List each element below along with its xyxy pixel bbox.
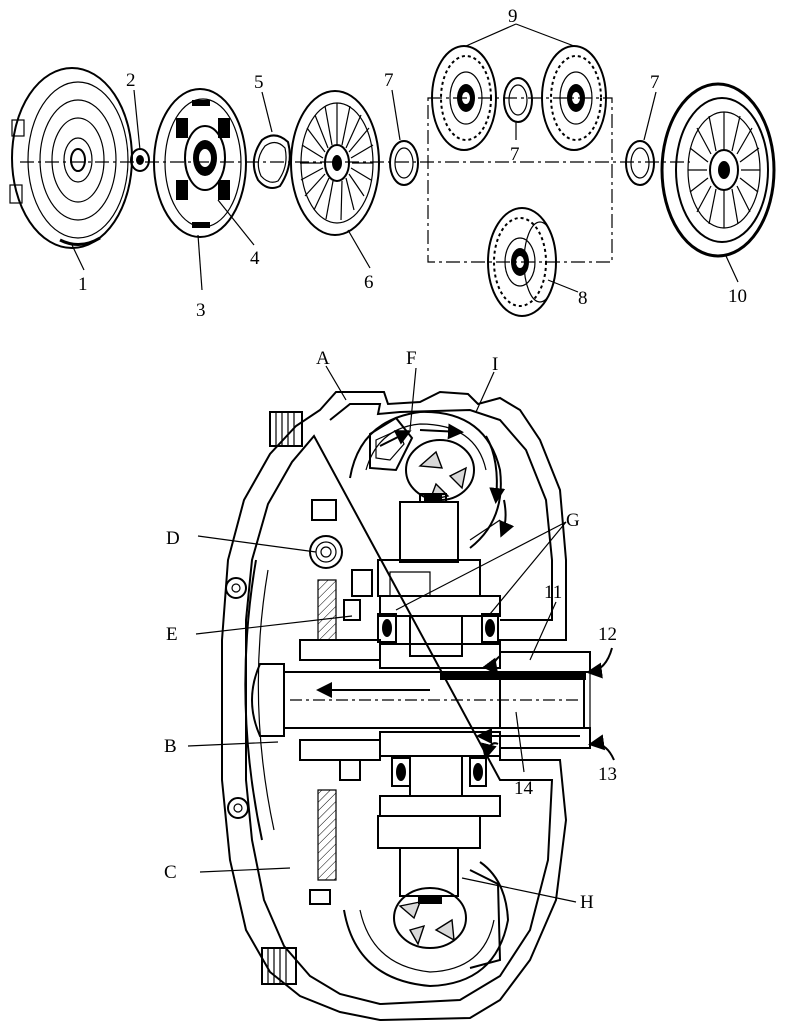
label-part-7-right: 7 [650, 72, 660, 93]
label-13: 13 [598, 764, 617, 785]
part-9-stator-right-drawing [541, 45, 607, 151]
section-view: A B C D E F G H I 11 12 13 14 [164, 348, 617, 1022]
label-14: 14 [514, 778, 534, 799]
clutch-piston [299, 499, 381, 905]
part-6-turbine-drawing [290, 90, 380, 236]
part-2-bearing-drawing [130, 148, 150, 172]
label-E: E [166, 624, 178, 645]
part-3-clutch-plate-drawing [153, 88, 247, 238]
shaft [251, 655, 591, 760]
stator-alternative-box [427, 97, 613, 263]
label-part-7-left: 7 [384, 70, 394, 91]
exploded-view: 1 2 3 4 5 6 7 7 7 8 9 10 [9, 6, 776, 321]
label-H: H [580, 892, 594, 913]
part-7-ring-right-drawing [625, 140, 655, 186]
label-part-1: 1 [78, 274, 88, 295]
part-7-ring-left-drawing [389, 140, 419, 186]
label-part-5: 5 [254, 72, 264, 93]
label-C: C [164, 862, 177, 883]
label-A: A [316, 348, 330, 369]
part-7-ring-middle-drawing [503, 77, 533, 123]
label-12: 12 [598, 624, 617, 645]
label-F: F [406, 348, 417, 369]
label-part-10: 10 [728, 286, 747, 307]
label-D: D [166, 528, 180, 549]
upper-torus [349, 410, 515, 549]
mount-studs [225, 411, 303, 985]
part-10-impeller-drawing [660, 82, 776, 258]
arrow-12 [586, 647, 613, 679]
housing-inner-wall [245, 403, 554, 1006]
label-part-9: 9 [508, 6, 518, 27]
label-B: B [164, 736, 177, 757]
label-part-2: 2 [126, 70, 136, 91]
label-part-6: 6 [364, 272, 374, 293]
arrow-13 [588, 734, 615, 761]
front-cover-curve [244, 559, 263, 841]
stator-hub-lower [377, 731, 501, 904]
lower-torus [343, 861, 510, 988]
label-G: G [566, 510, 580, 531]
label-part-8: 8 [578, 288, 588, 309]
part-5-spring-drawing [252, 134, 291, 189]
section-leader-lines [187, 365, 577, 903]
label-11: 11 [544, 582, 562, 603]
label-part-4: 4 [250, 248, 260, 269]
label-part-3: 3 [196, 300, 206, 321]
label-part-7-middle: 7 [510, 144, 520, 165]
label-I: I [492, 354, 498, 375]
exploded-leader-lines [71, 23, 739, 293]
stator-hub-upper [377, 493, 501, 669]
part-1-cover-drawing [9, 67, 133, 249]
